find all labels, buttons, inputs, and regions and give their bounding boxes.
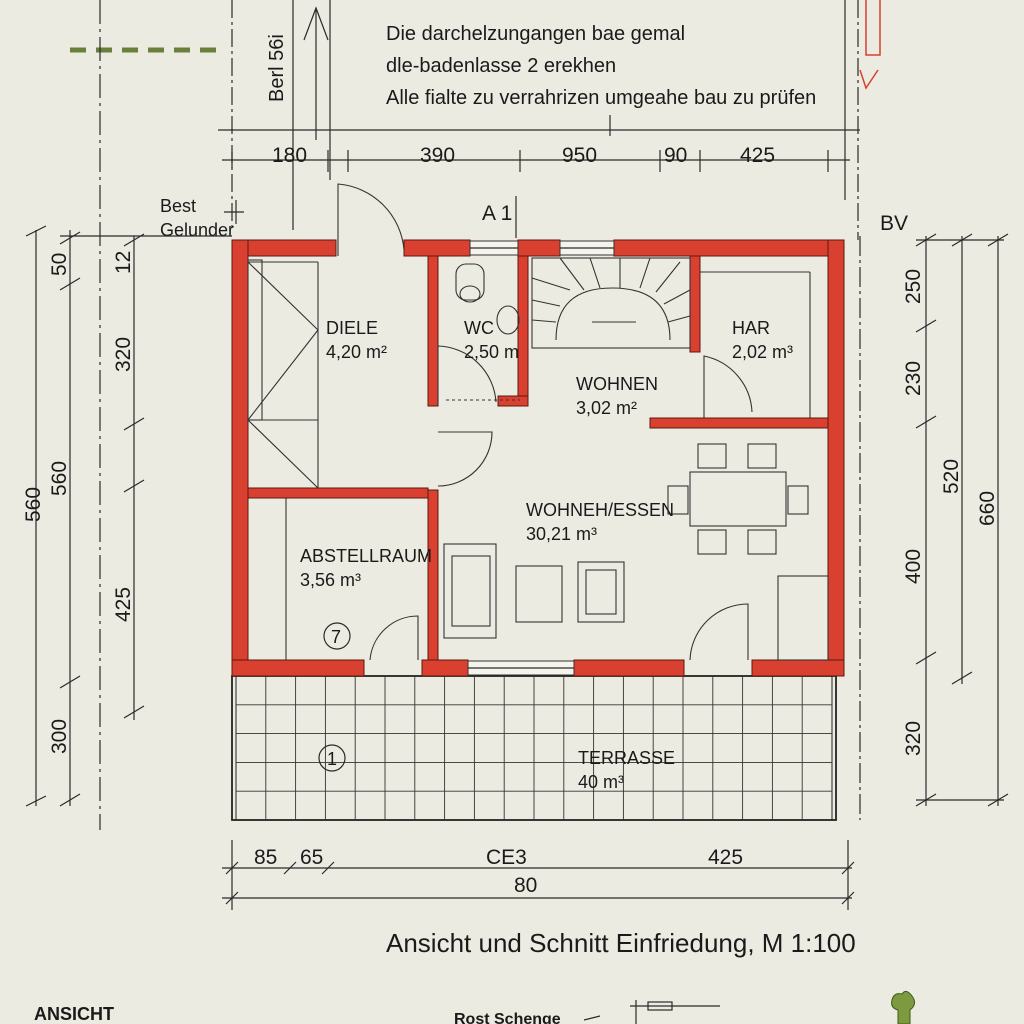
axis-label-a1: A 1 [482, 202, 512, 225]
dim-right-400: 400 [902, 549, 925, 584]
marker-1: 1 [327, 749, 337, 769]
dimension-lines-left [25, 225, 232, 807]
doors [337, 183, 753, 661]
note-line-3: Alle fialte zu verrahrizen umgeahe bau z… [386, 87, 816, 109]
dim-right-250: 250 [902, 269, 925, 304]
dining-set [667, 443, 809, 555]
top-left-label: Berl 56i [266, 34, 288, 102]
gelunder-label: Gelunder [160, 220, 234, 240]
dim-bottom-85: 85 [254, 846, 277, 869]
dim-bottom-ce3: CE3 [486, 846, 527, 869]
room-terrasse-name: TERRASSE [578, 748, 675, 768]
staircase [531, 257, 691, 349]
dim-right-660: 660 [976, 491, 999, 526]
room-wc-name: WC [464, 318, 494, 338]
dim-right-230: 230 [902, 361, 925, 396]
room-wc-area: 2,50 m [464, 342, 519, 362]
outer-walls [231, 239, 845, 677]
dim-left-300: 300 [48, 719, 71, 754]
dim-bottom-65: 65 [300, 846, 323, 869]
room-abstellraum-name: ABSTELLRAUM [300, 546, 432, 566]
note-line-2: dle-badenlasse 2 erekhen [386, 55, 616, 77]
construction-lines [99, 0, 881, 830]
dim-right-520: 520 [940, 459, 963, 494]
dimension-lines-bottom [222, 840, 855, 910]
dim-left-12: 12 [112, 251, 135, 274]
room-wohneh-essen-area: 30,21 m³ [526, 524, 597, 544]
dim-left-320: 320 [112, 337, 135, 372]
living-furniture [443, 543, 829, 661]
room-diele-area: 4,20 m² [326, 342, 387, 362]
dim-top-90: 90 [664, 144, 687, 167]
wc-fixtures [446, 263, 520, 401]
windows [467, 240, 615, 676]
dim-top-180: 180 [272, 144, 307, 167]
dim-bottom-total: 80 [514, 874, 537, 897]
room-har-area: 2,02 m³ [732, 342, 793, 362]
dim-left-425: 425 [112, 587, 135, 622]
bottom-sketch [583, 1000, 720, 1024]
dim-top-950: 950 [562, 144, 597, 167]
marker-circle-1 [318, 744, 346, 772]
tree-icon [891, 990, 916, 1024]
room-har-name: HAR [732, 318, 770, 338]
dim-top-390: 390 [420, 144, 455, 167]
dim-left-50: 50 [48, 253, 71, 276]
dim-bottom-425: 425 [708, 846, 743, 869]
room-abstellraum-area: 3,56 m³ [300, 570, 361, 590]
room-wohnen-area: 3,02 m² [576, 398, 637, 418]
drawing-title: Ansicht und Schnitt Einfriedung, M 1:100 [386, 928, 856, 958]
note-line-1: Die darchelzungangen bae gemal [386, 23, 685, 45]
room-wohneh-essen-name: WOHNEH/ESSEN [526, 500, 674, 520]
dimension-line-top [222, 150, 850, 172]
room-diele-name: DIELE [326, 318, 378, 338]
best-label: Best [160, 196, 196, 216]
axis-label-bv: BV [880, 212, 908, 235]
dim-left-560: 560 [48, 461, 71, 496]
dim-left-outer-560: 560 [22, 487, 45, 522]
room-terrasse-area: 40 m³ [578, 772, 624, 792]
marker-circle-7 [323, 622, 351, 650]
ansicht-label: ANSICHT [34, 1004, 114, 1024]
dimension-lines-right [859, 233, 1009, 820]
diele-fixtures [247, 259, 319, 660]
inner-walls [247, 255, 829, 661]
marker-7: 7 [331, 627, 341, 647]
dim-top-425: 425 [740, 144, 775, 167]
dim-right-320: 320 [902, 721, 925, 756]
terrasse-tiles [231, 675, 837, 821]
har-fixtures [700, 271, 811, 418]
room-wohnen-name: WOHNEN [576, 374, 658, 394]
rost-schenge-label: Rost Schenge [454, 1011, 561, 1024]
